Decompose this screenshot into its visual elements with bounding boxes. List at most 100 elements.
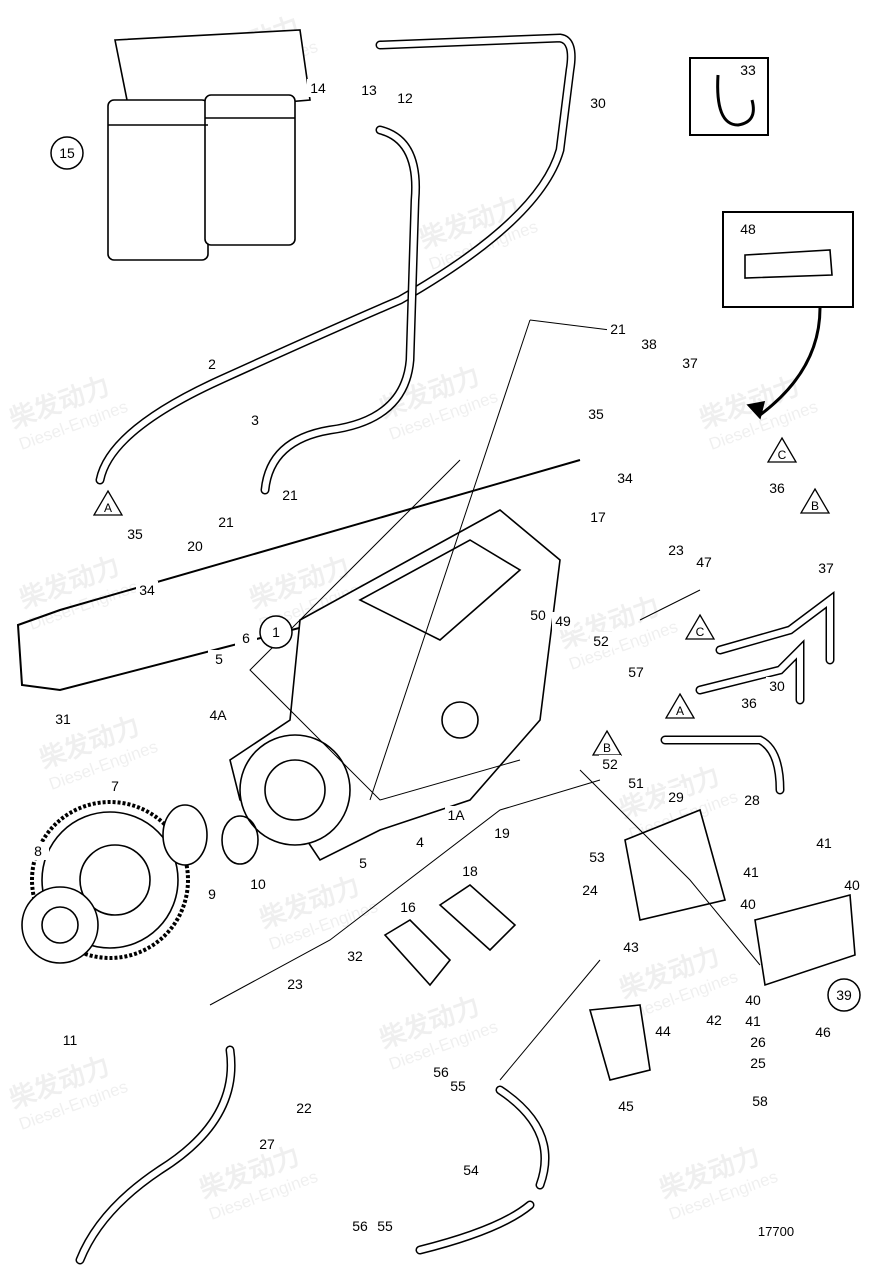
callout-label: 4A [209, 707, 227, 723]
callout-bg [552, 612, 574, 630]
callout-label: 22 [296, 1100, 312, 1116]
callout-label: 4 [416, 834, 424, 850]
callout-bg [208, 650, 230, 668]
callout-bg [599, 755, 621, 773]
callout-41: 41 [742, 1012, 764, 1030]
callout-bg [741, 791, 763, 809]
callout-bg [459, 862, 481, 880]
callout-35: 35 [585, 405, 607, 423]
callout-34: 34 [614, 469, 636, 487]
drawing-number: 17700 [758, 1224, 794, 1239]
callout-57: 57 [625, 663, 647, 681]
callout-4: 4 [409, 833, 431, 851]
callout-label: 37 [818, 560, 834, 576]
callout-47: 47 [693, 553, 715, 571]
callout-triangle [799, 487, 831, 514]
callout-22: 22 [293, 1099, 315, 1117]
callout-bg [201, 885, 223, 903]
callout-5: 5 [352, 854, 374, 872]
callout-label: 37 [682, 355, 698, 371]
callout-label: 43 [623, 939, 639, 955]
callout-label: 29 [668, 789, 684, 805]
callout-12: 12 [394, 89, 416, 107]
callout-bg [460, 1161, 482, 1179]
callout-38: 38 [638, 335, 660, 353]
callout-7: 7 [104, 777, 126, 795]
callout-41: 41 [813, 834, 835, 852]
callout-triangle [92, 489, 124, 516]
assembly-lines [209, 319, 761, 1081]
callout-bg [293, 1099, 315, 1117]
callout-16: 16 [397, 898, 419, 916]
callout-36: 36 [738, 694, 760, 712]
callout-label: A [676, 704, 684, 718]
callout-10: 10 [247, 875, 269, 893]
callout-bg [352, 854, 374, 872]
callout-label: 40 [745, 992, 761, 1008]
callout-bg [215, 513, 237, 531]
callout-label: 40 [740, 896, 756, 912]
callout-label: 3 [251, 412, 259, 428]
callout-label: 58 [752, 1093, 768, 1109]
injection-pump [229, 509, 561, 862]
callout-label: 36 [769, 480, 785, 496]
callout-bg [374, 1217, 396, 1235]
callout-label: 11 [63, 1032, 78, 1048]
callout-bg [638, 335, 660, 353]
callout-bg [607, 320, 629, 338]
callout-bg [344, 947, 366, 965]
callout-bg [665, 541, 687, 559]
callout-21: 21 [279, 486, 301, 504]
callout-50: 50 [527, 606, 549, 624]
callout-34: 34 [136, 581, 158, 599]
inset-box-48 [722, 211, 854, 308]
callout-label: 18 [462, 863, 478, 879]
callout-label: 34 [139, 582, 155, 598]
callout-56: 56 [349, 1217, 371, 1235]
callout-bg [738, 694, 760, 712]
callout-label: 20 [187, 538, 203, 554]
callout-bg [737, 895, 759, 913]
callout-label: 30 [769, 678, 785, 694]
callout-35: 35 [124, 525, 146, 543]
callout-label: 7 [111, 778, 119, 794]
callout-label: 53 [589, 849, 605, 865]
callout-A: A [664, 692, 696, 719]
callout-bg [625, 774, 647, 792]
callout-37: 37 [679, 354, 701, 372]
callout-bg [59, 1031, 81, 1049]
callout-circle [259, 615, 293, 649]
callout-label: 55 [377, 1218, 393, 1234]
callout-bg [585, 405, 607, 423]
callout-56: 56 [430, 1063, 452, 1081]
callout-label: 14 [310, 80, 326, 96]
callout-bg [587, 508, 609, 526]
callout-label: 5 [215, 651, 223, 667]
callout-13: 13 [358, 81, 380, 99]
callout-label: 34 [617, 470, 633, 486]
callout-label: 41 [816, 835, 832, 851]
callout-bg [244, 411, 266, 429]
callout-A: A [92, 489, 124, 516]
callout-bg [136, 581, 158, 599]
callout-40: 40 [841, 876, 863, 894]
callout-bg [397, 898, 419, 916]
callout-bg [527, 606, 549, 624]
callout-48: 48 [737, 220, 759, 238]
callout-label: 51 [628, 775, 644, 791]
callout-bg [235, 629, 257, 647]
callout-43: 43 [620, 938, 642, 956]
callout-bg [279, 486, 301, 504]
callout-bg [394, 89, 416, 107]
callout-bg [812, 1023, 834, 1041]
callout-label: 1A [447, 807, 465, 823]
callout-label: 36 [741, 695, 757, 711]
callout-bg [766, 677, 788, 695]
callout-label: A [104, 501, 112, 515]
callout-label: 23 [287, 976, 303, 992]
callout-bg [742, 1012, 764, 1030]
callout-label: 30 [590, 95, 606, 111]
clip-48 [744, 249, 833, 279]
callout-label: 8 [34, 843, 42, 859]
callout-circle [50, 136, 84, 170]
